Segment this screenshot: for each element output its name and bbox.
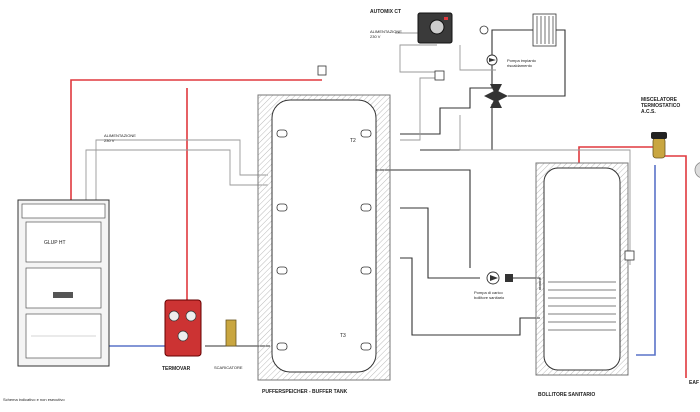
- boiler-model: GLUP HT: [44, 240, 66, 246]
- buffer-label: PUFFERSPEICHER - BUFFER TANK: [262, 389, 348, 395]
- probe-box-icon: [434, 70, 445, 81]
- thermometer-icon: [479, 25, 489, 35]
- pipe-radiator-return: [508, 29, 566, 97]
- dhw-probe-icon: [624, 250, 635, 261]
- hot-piping: [70, 79, 687, 378]
- buffer-tank: T2 T3 PUFFERSPEICHER - BUFFER TANK: [257, 94, 391, 395]
- termovar: TERMOVAR SCARICATORE: [162, 299, 243, 372]
- termovar-gauge-3: [177, 330, 189, 342]
- schematic-note: Schema indicativo e non esecutivo: [3, 397, 65, 402]
- dhw-coil: [548, 281, 616, 331]
- dhw-tank: BOLLITORE SANITARIO: [535, 162, 635, 398]
- wire-boiler-power-2: [85, 149, 268, 200]
- controller-led: [444, 17, 448, 20]
- pipe-coil-return: [400, 257, 540, 336]
- dhw-vessel: [543, 167, 621, 371]
- controller-name: AUTOMIX CT: [370, 9, 401, 15]
- boiler-upper-door: [25, 221, 102, 263]
- mixer-knob: [651, 132, 667, 139]
- termovar-gauge-2: [185, 310, 197, 322]
- mixer-body: [652, 137, 666, 159]
- termovar-label: TERMOVAR: [162, 366, 191, 372]
- pipe-pump-radiator: [491, 29, 533, 88]
- controller-dial: [429, 19, 445, 35]
- hot-pipe-mixer-out: [664, 155, 687, 378]
- boiler-top-panel: [21, 203, 106, 219]
- wire-boiler-power: [95, 139, 268, 200]
- check-valve-icon: [505, 274, 513, 282]
- air-vent-icon: [317, 65, 327, 76]
- wire-controller-t2: [400, 77, 437, 141]
- relief-valve-icon: [225, 319, 237, 347]
- hot-pipe-dhw-mixer: [578, 146, 655, 163]
- cold-pipe-dhw-inlet: [636, 165, 656, 356]
- buffer-vessel: [271, 99, 377, 373]
- wire-controller-dhw: [459, 115, 631, 265]
- buffer-t2: T2: [350, 138, 356, 144]
- boiler-logo-plate: [53, 292, 73, 298]
- buffer-nozzles: [276, 129, 372, 351]
- pipe-buffer-top-pump: [400, 87, 492, 135]
- wire-controller-valve: [459, 45, 496, 71]
- dhw-tank-label: BOLLITORE SANITARIO: [538, 392, 595, 398]
- termovar-gauge-1: [168, 310, 180, 322]
- radiator-icon: [532, 13, 557, 47]
- offscreen-fixture-icon: [694, 162, 700, 178]
- mixing-valve-icon: [484, 84, 508, 108]
- buffer-t3: T3: [340, 333, 346, 339]
- cold-piping: [109, 165, 656, 356]
- wire-controller-probe: [399, 44, 440, 73]
- pipe-buffer-dhw-coil: [400, 207, 480, 279]
- hot-pipe-boiler-flow: [70, 79, 322, 200]
- cut-label: EAF: [689, 380, 699, 386]
- pipe-mix-return: [420, 104, 493, 151]
- relief-label: SCARICATORE: [214, 365, 243, 370]
- boiler-middle-door: [25, 267, 102, 309]
- termovar-body: [164, 299, 202, 357]
- control-wiring: [85, 44, 631, 265]
